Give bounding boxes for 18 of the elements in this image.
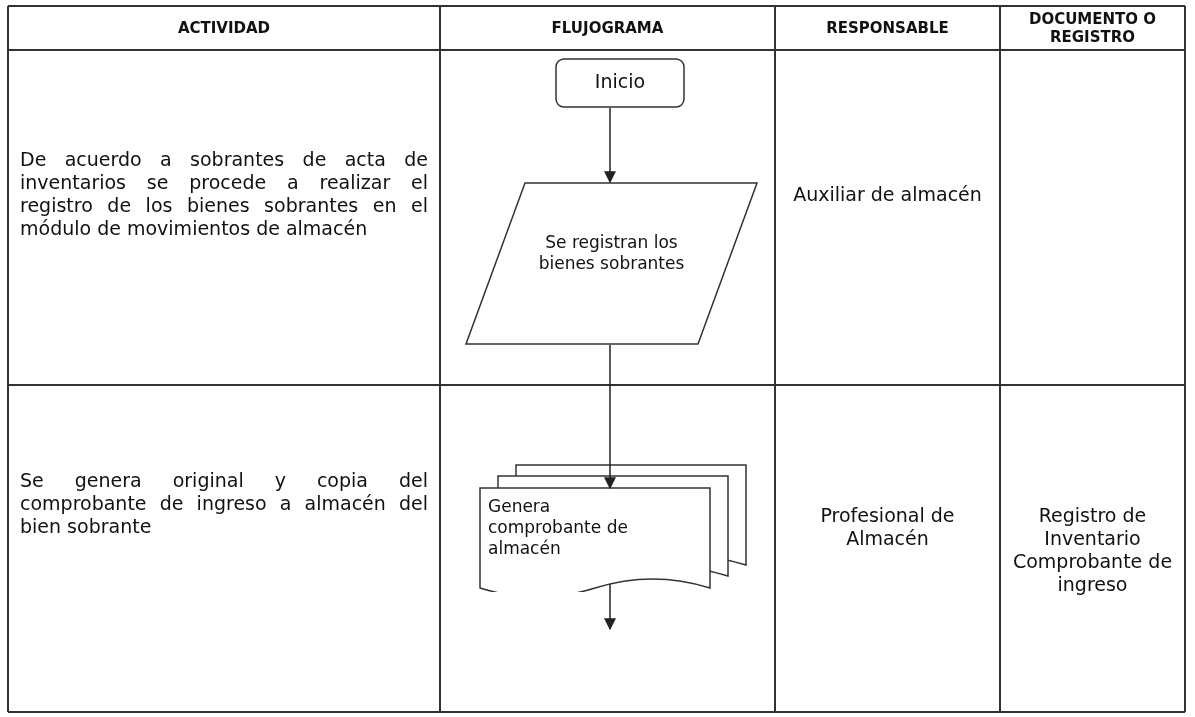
activity-description: Se genera original y copia del comprobante de ingreso a almacén del bien sobrante — [20, 468, 428, 538]
document-label: Genera comprobante de almacén — [488, 496, 629, 559]
activity-description: De acuerdo a sobrantes de acta de inventarios se procede a realizar el registro de los bienes sobrantes en el módulo de movimientos de almacén — [20, 147, 428, 240]
arrow — [604, 107, 616, 184]
column-header: RESPONSABLE — [825, 18, 950, 39]
node-label: Inicio — [593, 71, 647, 92]
multi-document-shape — [478, 462, 748, 592]
column-header: FLUJOGRAMA — [550, 18, 665, 39]
arrow — [604, 344, 616, 490]
column-header: DOCUMENTO O REGISTRO — [1027, 9, 1158, 48]
responsible-role: Auxiliar de almacén — [792, 182, 983, 206]
data-parallelogram — [465, 182, 758, 345]
document-name: Registro de Inventario Comprobante de ingreso — [1012, 503, 1173, 596]
arrow — [604, 583, 616, 631]
column-header: ACTIVIDAD — [176, 18, 272, 39]
node-label: Se registran los bienes sobrantes — [537, 232, 686, 274]
start-terminal — [555, 58, 685, 108]
responsible-role: Profesional de Almacén — [819, 503, 956, 550]
